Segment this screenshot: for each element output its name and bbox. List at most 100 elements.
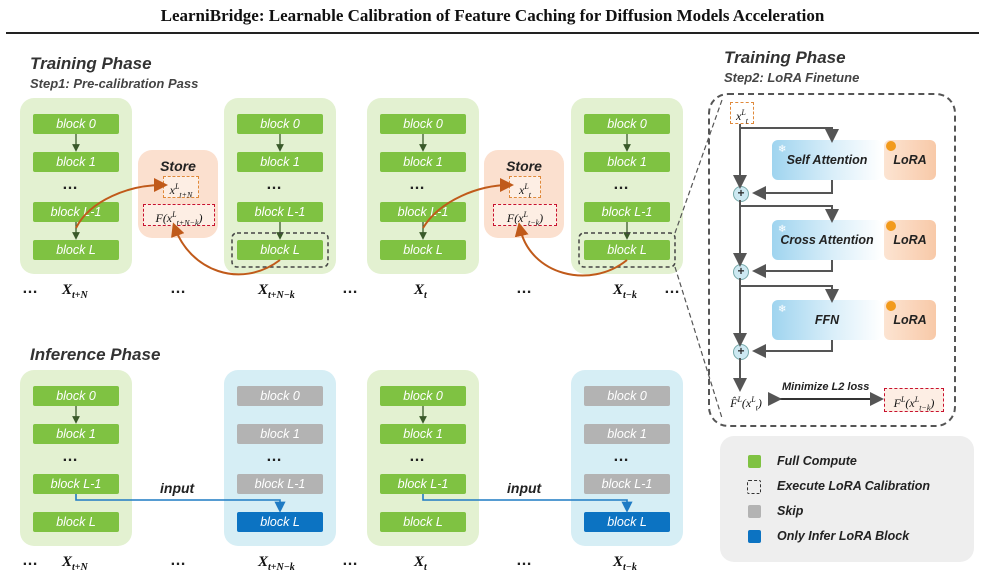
timestep-label: Xt+N xyxy=(62,282,88,301)
block-l: block L xyxy=(380,512,466,532)
block-arrows-train xyxy=(72,134,631,424)
lora-calib-outline xyxy=(231,232,329,268)
step1-label: Step1: Pre-calibration Pass xyxy=(30,76,199,91)
timestep-label: Xt xyxy=(414,282,427,301)
timestep-ellipsis: … xyxy=(22,552,39,569)
input-label: input xyxy=(160,480,195,496)
block-1-skip: block 1 xyxy=(584,424,670,444)
trainable-flame-icon xyxy=(886,221,896,231)
block-0: block 0 xyxy=(380,114,466,134)
block-1: block 1 xyxy=(33,152,119,172)
block-ellipsis: … xyxy=(62,176,79,193)
block-l-lora: block L xyxy=(237,512,323,532)
block-l-1: block L-1 xyxy=(33,202,119,222)
legend-execute-lora: Execute LoRA Calibration xyxy=(777,479,931,493)
legend xyxy=(720,436,974,562)
cache-arrows xyxy=(75,178,628,277)
title-rule xyxy=(6,32,979,34)
paper-title: LearniBridge: Learnable Calibration of F… xyxy=(160,6,825,25)
block-0-skip: block 0 xyxy=(584,386,670,406)
block-1: block 1 xyxy=(584,152,670,172)
block-0: block 0 xyxy=(33,386,119,406)
block-ellipsis: … xyxy=(266,176,283,193)
predicted-feature: F̂L(xLt) xyxy=(730,395,762,413)
block-0-skip: block 0 xyxy=(237,386,323,406)
frozen-icon: ❄ xyxy=(778,144,786,155)
input-feature-box: xLt xyxy=(730,102,754,125)
timestep-ellipsis: … xyxy=(342,552,359,569)
block-ellipsis: … xyxy=(613,176,630,193)
lora-flow xyxy=(733,124,839,392)
input-arrows xyxy=(75,494,633,513)
block-ellipsis: … xyxy=(613,448,630,465)
training-phase-label-right: Training Phase xyxy=(724,48,846,67)
timestep-ellipsis: … xyxy=(664,280,681,297)
cross-attention-module: Cross Attention xyxy=(772,220,882,260)
block-l-1: block L-1 xyxy=(584,202,670,222)
frozen-icon: ❄ xyxy=(778,304,786,315)
timestep-ellipsis: … xyxy=(516,280,533,297)
timestep-ellipsis: … xyxy=(170,552,187,569)
training-phase-label: Training Phase xyxy=(30,54,152,73)
frozen-icon: ❄ xyxy=(778,224,786,235)
input-label: input xyxy=(507,480,542,496)
block-1-skip: block 1 xyxy=(237,424,323,444)
trainable-flame-icon xyxy=(886,141,896,151)
timestep-label: Xt−k xyxy=(613,282,637,301)
block-l-1: block L-1 xyxy=(237,202,323,222)
self-attention-module: Self Attention xyxy=(772,140,882,180)
block-l: block L xyxy=(584,240,670,260)
block-l-1: block L-1 xyxy=(380,202,466,222)
cached-output-box: F(xLt−k) xyxy=(493,204,557,227)
lora-finetune-box xyxy=(708,93,956,427)
ffn-module: FFN xyxy=(772,300,882,340)
legend-only-infer: Only Infer LoRA Block xyxy=(777,529,910,543)
block-ellipsis: … xyxy=(266,448,283,465)
block-0: block 0 xyxy=(380,386,466,406)
timestep-ellipsis: … xyxy=(516,552,533,569)
block-ellipsis: … xyxy=(62,448,79,465)
block-l-1: block L-1 xyxy=(33,474,119,494)
timestep-ellipsis: … xyxy=(22,280,39,297)
legend-full-compute: Full Compute xyxy=(777,454,857,468)
block-0: block 0 xyxy=(237,114,323,134)
block-1: block 1 xyxy=(33,424,119,444)
legend-swatch-lora-calib xyxy=(747,480,761,494)
block-1: block 1 xyxy=(237,152,323,172)
legend-skip: Skip xyxy=(777,504,804,518)
timestep-label: Xt+N xyxy=(62,554,88,573)
lora-calib-outline xyxy=(578,232,676,268)
legend-swatch-full xyxy=(748,455,761,468)
block-1: block 1 xyxy=(380,424,466,444)
block-l: block L xyxy=(237,240,323,260)
store-label: Store xyxy=(160,158,196,174)
block-l: block L xyxy=(33,512,119,532)
step2-label: Step2: LoRA Finetune xyxy=(724,70,860,85)
block-l-1: block L-1 xyxy=(380,474,466,494)
legend-swatch-lora-only xyxy=(748,530,761,543)
block-1: block 1 xyxy=(380,152,466,172)
timestep-label: Xt xyxy=(414,554,427,573)
zoom-lines xyxy=(674,99,723,419)
timestep-label: Xt+N−k xyxy=(258,554,295,573)
block-ellipsis: … xyxy=(409,176,426,193)
timestep-ellipsis: … xyxy=(170,280,187,297)
trainable-flame-icon xyxy=(886,301,896,311)
block-0: block 0 xyxy=(33,114,119,134)
block-l: block L xyxy=(33,240,119,260)
legend-swatch-skip xyxy=(748,505,761,518)
cached-output-box: F(xLt+N−k) xyxy=(143,204,215,227)
block-l-1-skip: block L-1 xyxy=(584,474,670,494)
module-icons: ❄ ❄ ❄ xyxy=(778,141,896,315)
block-l: block L xyxy=(380,240,466,260)
block-l-lora: block L xyxy=(584,512,670,532)
inference-phase-label: Inference Phase xyxy=(30,345,161,364)
block-ellipsis: … xyxy=(409,448,426,465)
block-l-1-skip: block L-1 xyxy=(237,474,323,494)
block-0: block 0 xyxy=(584,114,670,134)
loss-label: Minimize L2 loss xyxy=(782,381,870,393)
target-feature-box: FL(xLt−k) xyxy=(884,388,944,412)
timestep-ellipsis: … xyxy=(342,280,359,297)
store-label: Store xyxy=(506,158,542,174)
